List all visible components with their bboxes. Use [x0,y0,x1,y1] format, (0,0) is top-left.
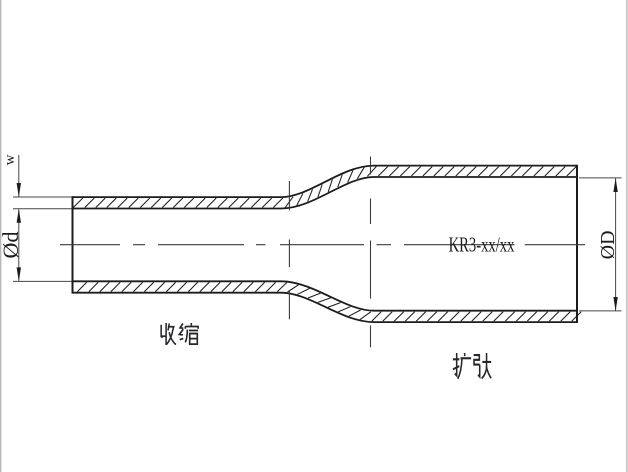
svg-text:ØD: ØD [597,230,619,259]
svg-text:w: w [2,154,18,165]
svg-text:KR3-xx/xx: KR3-xx/xx [449,233,515,256]
svg-text:Ød: Ød [0,232,23,259]
